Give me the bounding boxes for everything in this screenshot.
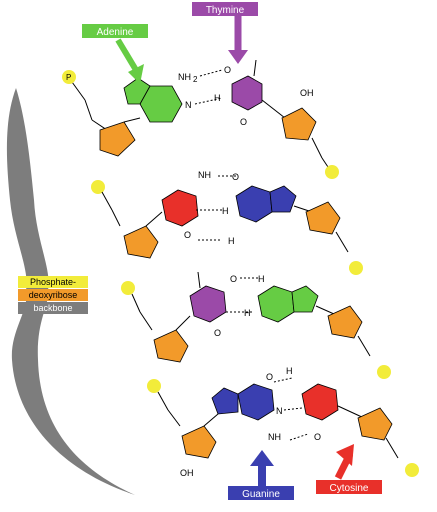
phosphate-node bbox=[62, 70, 76, 84]
adenine-tag bbox=[82, 24, 148, 38]
deoxyribose-sugar bbox=[357, 407, 393, 441]
deoxyribose-sugar bbox=[99, 121, 136, 157]
atom-label: P bbox=[66, 73, 71, 82]
guanine-base-ring bbox=[211, 387, 239, 415]
atom-label: OH bbox=[180, 468, 194, 478]
thymine-label: Thymine bbox=[206, 5, 245, 16]
legend-phosphate: Phosphate- bbox=[18, 276, 88, 288]
phosphate-node bbox=[121, 281, 135, 295]
atom-label: H bbox=[286, 366, 293, 376]
guanine-base bbox=[237, 383, 275, 421]
legend-backbone: backbone bbox=[18, 302, 88, 314]
deoxyribose-sugar bbox=[123, 225, 159, 259]
phosphate-node bbox=[91, 180, 105, 194]
arrow-head bbox=[336, 444, 354, 466]
guanine-base bbox=[235, 185, 273, 223]
adenine-base-ring bbox=[123, 77, 151, 105]
atom-label: H bbox=[244, 308, 251, 318]
atom-label: N bbox=[276, 406, 283, 416]
thymine-tag bbox=[192, 2, 258, 16]
arrow-head bbox=[228, 50, 248, 64]
atom-label: NH bbox=[268, 432, 281, 442]
phosphate-node bbox=[325, 165, 339, 179]
backbone-brace bbox=[6, 88, 136, 495]
phosphate-node bbox=[377, 365, 391, 379]
adenine-base bbox=[257, 285, 295, 323]
cytosine-base bbox=[161, 189, 199, 227]
atom-label: H bbox=[214, 93, 221, 103]
guanine-tag bbox=[228, 486, 294, 500]
cytosine-base bbox=[301, 383, 339, 421]
atom-label: O bbox=[240, 117, 247, 127]
cytosine-tag bbox=[316, 480, 382, 494]
adenine-label: Adenine bbox=[97, 27, 134, 38]
cytosine-label: Cytosine bbox=[330, 483, 369, 494]
atom-label: O bbox=[314, 432, 321, 442]
deoxyribose-sugar bbox=[281, 107, 317, 141]
adenine-callout: Adenine bbox=[82, 24, 148, 84]
atom-label: H bbox=[228, 236, 235, 246]
adenine-base-ring bbox=[291, 285, 319, 313]
atom-label: H bbox=[222, 206, 229, 216]
atom-label: 2 bbox=[193, 75, 198, 84]
atom-label: H bbox=[258, 274, 265, 284]
atom-label: O bbox=[214, 328, 221, 338]
deoxyribose-sugar bbox=[305, 201, 341, 235]
atom-label: O bbox=[224, 65, 231, 75]
row-2-pair: NH O O H H bbox=[91, 170, 363, 275]
atom-label: OH bbox=[300, 88, 314, 98]
phosphate-node bbox=[349, 261, 363, 275]
backbone-legend: Phosphate- deoxyribose backbone bbox=[18, 276, 88, 315]
atom-label: NH bbox=[178, 72, 191, 82]
atom-label: O bbox=[266, 372, 273, 382]
atom-label: O bbox=[184, 230, 191, 240]
thymine-callout: Thymine bbox=[192, 2, 258, 64]
guanine-label: Guanine bbox=[242, 489, 280, 500]
deoxyribose-sugar bbox=[181, 425, 217, 459]
atom-label: O bbox=[230, 274, 237, 284]
thymine-base bbox=[189, 285, 227, 323]
cytosine-callout: Cytosine bbox=[316, 444, 382, 494]
atom-label: NH bbox=[198, 170, 211, 180]
deoxyribose-sugar bbox=[327, 305, 363, 339]
row-4-pair: OH O N NH H O bbox=[147, 366, 419, 478]
guanine-callout: Guanine bbox=[228, 450, 294, 500]
legend-deoxyribose: deoxyribose bbox=[18, 289, 88, 301]
atom-label: N bbox=[185, 100, 192, 110]
atom-label: O bbox=[232, 172, 239, 182]
row-3-pair: O O H H bbox=[121, 271, 391, 379]
deoxyribose-sugar bbox=[153, 329, 189, 363]
row-1-pair: P NH 2 N O H O OH bbox=[62, 59, 339, 179]
arrow-head bbox=[250, 450, 274, 466]
thymine-base bbox=[231, 75, 263, 111]
arrow-head bbox=[128, 64, 144, 84]
phosphate-node bbox=[147, 379, 161, 393]
phosphate-node bbox=[405, 463, 419, 477]
guanine-base-ring bbox=[269, 185, 297, 213]
